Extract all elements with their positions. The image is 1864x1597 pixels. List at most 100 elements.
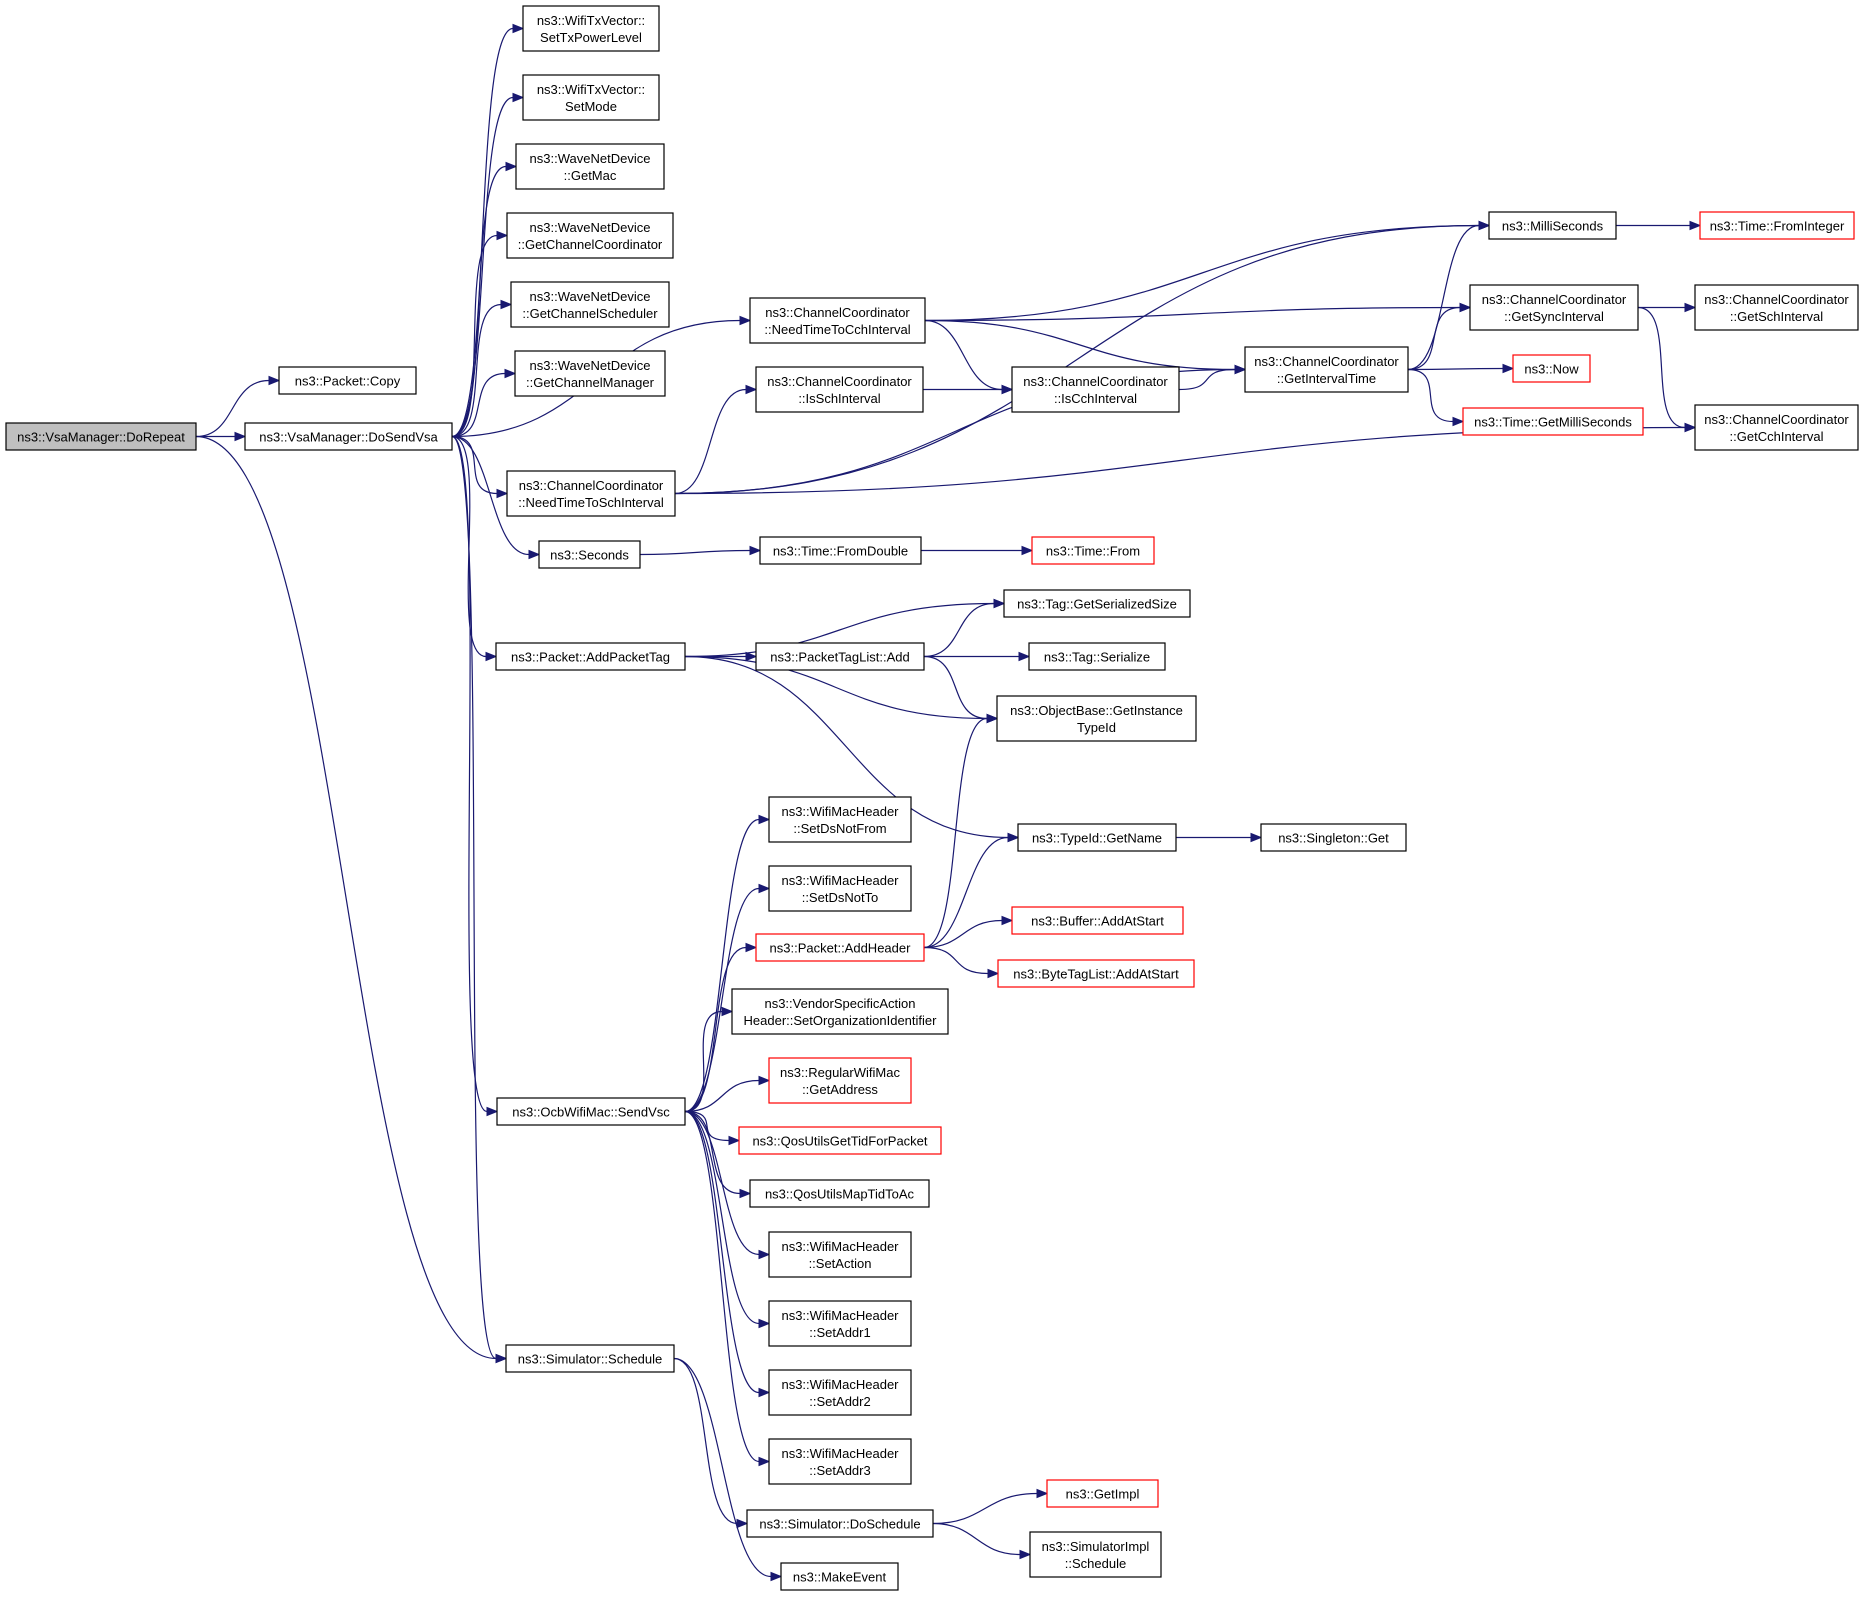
graph-node-bufAdd[interactable]: ns3::Buffer::AddAtStart: [1011, 906, 1184, 935]
node-label-line: ns3::Time::FromInteger: [1710, 219, 1845, 234]
arrowhead: [745, 384, 758, 395]
graph-node-getChMgr[interactable]: ns3::WaveNetDevice::GetChannelManager: [514, 350, 666, 397]
graph-node-doRepeat[interactable]: ns3::VsaManager::DoRepeat: [5, 422, 197, 451]
graph-node-ocbSend[interactable]: ns3::OcbWifiMac::SendVsc: [496, 1097, 686, 1126]
node-label-line: ns3::ChannelCoordinator: [1023, 374, 1168, 389]
arrowhead: [749, 545, 762, 556]
node-label-line: ::GetAddress: [802, 1082, 878, 1097]
node-box: [1031, 536, 1155, 565]
graph-node-implSched[interactable]: ns3::SimulatorImpl::Schedule: [1029, 1531, 1162, 1578]
edge-doSchedule-to-getImpl: [932, 1488, 1049, 1525]
graph-node-isSch[interactable]: ns3::ChannelCoordinator::IsSchInterval: [755, 366, 924, 413]
node-box: [768, 865, 912, 912]
node-box: [768, 1438, 912, 1485]
graph-node-milli[interactable]: ns3::MilliSeconds: [1488, 211, 1617, 240]
graph-node-setMode[interactable]: ns3::WifiTxVector::SetMode: [522, 74, 660, 121]
graph-node-qosMap[interactable]: ns3::QosUtilsMapTidToAc: [749, 1179, 930, 1208]
node-label-line: ns3::ChannelCoordinator: [1704, 412, 1849, 427]
arrowhead: [496, 488, 509, 499]
graph-node-doSendVsa[interactable]: ns3::VsaManager::DoSendVsa: [244, 422, 453, 451]
graph-node-setAction[interactable]: ns3::WifiMacHeader::SetAction: [768, 1231, 912, 1278]
graph-node-setAddr1[interactable]: ns3::WifiMacHeader::SetAddr1: [768, 1300, 912, 1347]
graph-node-getImpl[interactable]: ns3::GetImpl: [1046, 1479, 1159, 1508]
node-box: [1003, 589, 1191, 618]
graph-node-getMac[interactable]: ns3::WaveNetDevice::GetMac: [515, 143, 665, 190]
graph-node-makeEvent[interactable]: ns3::MakeEvent: [780, 1562, 899, 1591]
node-label-line: SetTxPowerLevel: [540, 30, 642, 45]
graph-node-fromInteger[interactable]: ns3::Time::FromInteger: [1699, 211, 1855, 240]
node-label-line: ns3::Simulator::DoSchedule: [759, 1517, 920, 1532]
graph-node-qosTid[interactable]: ns3::QosUtilsGetTidForPacket: [738, 1126, 942, 1155]
graph-node-setAddr2[interactable]: ns3::WifiMacHeader::SetAddr2: [768, 1369, 912, 1416]
node-label-line: ns3::Time::GetMilliSeconds: [1474, 415, 1632, 430]
graph-node-getChCoord[interactable]: ns3::WaveNetDevice::GetChannelCoordinato…: [506, 212, 674, 259]
graph-node-singleton[interactable]: ns3::Singleton::Get: [1260, 823, 1407, 852]
edge-addHeader-to-bufAdd: [923, 915, 1014, 949]
arrowhead: [1684, 302, 1697, 313]
arrowhead: [485, 651, 498, 662]
graph-node-isCch[interactable]: ns3::ChannelCoordinator::IsCchInterval: [1011, 366, 1180, 413]
edge-addHeader-to-btlAdd: [923, 946, 1000, 979]
graph-node-vendor[interactable]: ns3::VendorSpecificActionHeader::SetOrga…: [731, 988, 949, 1035]
graph-node-timeFrom[interactable]: ns3::Time::From: [1031, 536, 1155, 565]
edge-seconds-to-fromDouble: [639, 545, 762, 556]
graph-node-schedule[interactable]: ns3::Simulator::Schedule: [505, 1344, 675, 1373]
arrowhead: [1478, 220, 1491, 231]
arrowhead: [745, 942, 758, 953]
graph-node-seconds[interactable]: ns3::Seconds: [538, 540, 641, 569]
graph-node-btlAdd[interactable]: ns3::ByteTagList::AddAtStart: [997, 959, 1195, 988]
edge-getSync-to-getCchI: [1637, 306, 1697, 433]
arrowhead: [1234, 364, 1247, 375]
graph-node-now[interactable]: ns3::Now: [1512, 354, 1591, 383]
arrowhead: [234, 431, 247, 442]
graph-node-getSync[interactable]: ns3::ChannelCoordinator::GetSyncInterval: [1469, 284, 1639, 331]
graph-node-getChSched[interactable]: ns3::WaveNetDevice::GetChannelScheduler: [510, 281, 670, 328]
node-box: [1512, 354, 1591, 383]
edge-doRepeat-to-doSendVsa: [196, 431, 247, 442]
arrowhead: [728, 1135, 741, 1146]
arrowhead: [528, 549, 541, 560]
graph-node-tagSize[interactable]: ns3::Tag::GetSerializedSize: [1003, 589, 1191, 618]
graph-node-ptlAdd[interactable]: ns3::PacketTagList::Add: [755, 642, 925, 671]
graph-node-copy[interactable]: ns3::Packet::Copy: [278, 366, 417, 395]
arrowhead: [268, 375, 281, 386]
node-label-line: ::GetSyncInterval: [1504, 309, 1604, 324]
node-box: [780, 1562, 899, 1591]
graph-node-tagSer[interactable]: ns3::Tag::Serialize: [1028, 642, 1166, 671]
node-label-line: ::IsSchInterval: [798, 391, 880, 406]
graph-node-addHeader[interactable]: ns3::Packet::AddHeader: [755, 933, 925, 962]
graph-node-addPacketTag[interactable]: ns3::Packet::AddPacketTag: [495, 642, 686, 671]
graph-node-needCch[interactable]: ns3::ChannelCoordinator::NeedTimeToCchIn…: [749, 297, 926, 344]
node-box: [1011, 906, 1184, 935]
graph-node-getSchI[interactable]: ns3::ChannelCoordinator::GetSchInterval: [1694, 284, 1859, 331]
node-label-line: ns3::GetImpl: [1066, 1487, 1140, 1502]
node-label-line: ns3::WifiMacHeader: [781, 1377, 899, 1392]
node-label-line: ::GetIntervalTime: [1277, 371, 1376, 386]
node-label-line: ns3::Packet::Copy: [295, 374, 401, 389]
node-box: [1694, 404, 1859, 451]
graph-node-fromDouble[interactable]: ns3::Time::FromDouble: [759, 536, 922, 565]
graph-node-getMilli[interactable]: ns3::Time::GetMilliSeconds: [1462, 407, 1644, 436]
graph-node-doSchedule[interactable]: ns3::Simulator::DoSchedule: [746, 1509, 934, 1538]
node-box: [496, 1097, 686, 1126]
node-label-line: ns3::VsaManager::DoRepeat: [17, 430, 185, 445]
node-label-line: ns3::ChannelCoordinator: [1704, 292, 1849, 307]
arrowhead: [1684, 422, 1697, 433]
graph-node-setTxPower[interactable]: ns3::WifiTxVector::SetTxPowerLevel: [522, 5, 660, 52]
graph-node-getCchI[interactable]: ns3::ChannelCoordinator::GetCchInterval: [1694, 404, 1859, 451]
graph-node-setDsNotTo[interactable]: ns3::WifiMacHeader::SetDsNotTo: [768, 865, 912, 912]
graph-node-needSch[interactable]: ns3::ChannelCoordinator::NeedTimeToSchIn…: [506, 470, 676, 517]
arrowhead: [495, 1353, 508, 1364]
graph-node-setAddr3[interactable]: ns3::WifiMacHeader::SetAddr3: [768, 1438, 912, 1485]
edge-schedule-to-doSchedule: [673, 1357, 749, 1529]
node-box: [1029, 1531, 1162, 1578]
graph-node-regAddr[interactable]: ns3::RegularWifiMac::GetAddress: [768, 1057, 912, 1104]
node-box: [522, 74, 660, 121]
graph-node-getName[interactable]: ns3::TypeId::GetName: [1017, 823, 1177, 852]
arrowhead: [1459, 302, 1472, 313]
arrowhead: [1689, 220, 1702, 231]
graph-node-setDsNotFrom[interactable]: ns3::WifiMacHeader::SetDsNotFrom: [768, 796, 912, 843]
graph-node-getInterval[interactable]: ns3::ChannelCoordinator::GetIntervalTime: [1244, 346, 1409, 393]
